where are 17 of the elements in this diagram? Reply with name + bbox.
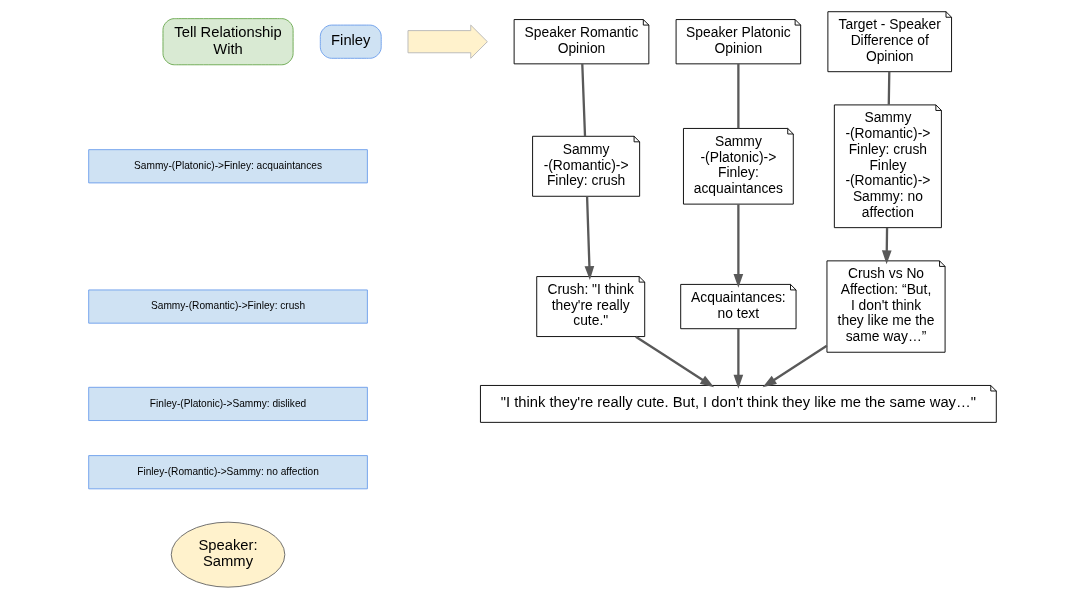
arrow: [762, 344, 827, 388]
arrow: [584, 196, 594, 281]
node-box: Finley: [319, 24, 382, 59]
connector: [580, 63, 586, 136]
arrow: [881, 227, 892, 265]
node-box: Finley-(Romantic)->Sammy: no affection: [87, 455, 368, 490]
node-box: Finley-(Platonic)->Sammy: disliked: [87, 386, 368, 421]
node-box: Sammy-(Romantic)->Finley: crush: [87, 289, 368, 324]
arrow: [733, 204, 743, 288]
node-box: Tell Relationship With: [162, 18, 294, 66]
arrow: [634, 335, 714, 388]
arrow: [733, 328, 743, 389]
connector: [736, 64, 740, 129]
node-box: Sammy-(Platonic)->Finley: acquaintances: [87, 149, 368, 184]
node-arrow: [407, 24, 488, 59]
connector: [887, 71, 890, 105]
node-ellipse: Speaker: Sammy: [170, 521, 285, 588]
